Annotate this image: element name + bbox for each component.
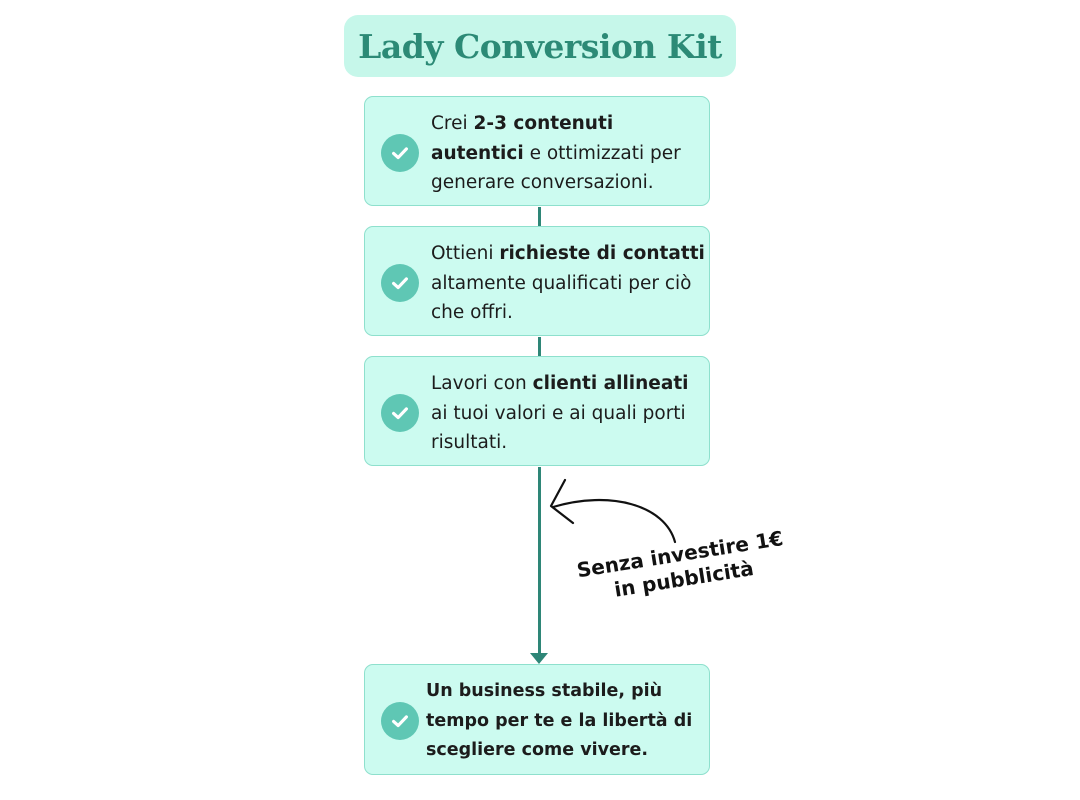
step-card-1: Crei 2-3 contenuti autentici e ottimizza… (364, 96, 710, 206)
step-card-3: Lavori con clienti allineati ai tuoi val… (364, 356, 710, 466)
step-3-text-part: ai tuoi valori e ai quali porti risultat… (431, 402, 686, 454)
step-1-text-bold: 2-3 contenuti autentici (431, 113, 614, 164)
final-outcome-card: Un business stabile, più tempo per te e … (364, 664, 710, 775)
step-2-text-part: Ottieni (431, 243, 500, 264)
check-circle-icon (381, 394, 419, 432)
connector-line-3 (538, 467, 541, 654)
step-1-text-part: Crei (431, 113, 474, 134)
page-title: Lady Conversion Kit (358, 26, 722, 66)
check-circle-icon (381, 134, 419, 172)
annotation-note: Senza investire 1€ in pubblicità (569, 525, 794, 609)
curved-arrow-head (549, 478, 575, 525)
step-1-text-part: e ottimizzati per generare conversazioni… (431, 142, 681, 194)
step-3-text-part: Lavori con (431, 373, 533, 394)
connector-line-1 (538, 207, 541, 227)
title-box: Lady Conversion Kit (344, 15, 736, 77)
step-3-text-bold: clienti allineati (532, 373, 689, 394)
check-circle-icon (381, 264, 419, 302)
down-arrowhead (530, 653, 548, 664)
step-2-text-part: altamente qualificati per ciò che offri. (431, 272, 692, 324)
step-2-text-bold: richieste di contatti (499, 243, 705, 264)
step-card-2: Ottieni richieste di contatti altamente … (364, 226, 710, 336)
final-outcome-text: Un business stabile, più tempo per te e … (426, 681, 693, 760)
step-3-text: Lavori con clienti allineati ai tuoi val… (431, 369, 707, 458)
step-1-text: Crei 2-3 contenuti autentici e ottimizza… (431, 109, 707, 198)
connector-line-2 (538, 337, 541, 357)
check-circle-icon (381, 702, 419, 740)
curved-annotation-arrow (551, 499, 677, 544)
step-2-text: Ottieni richieste di contatti altamente … (431, 239, 707, 328)
